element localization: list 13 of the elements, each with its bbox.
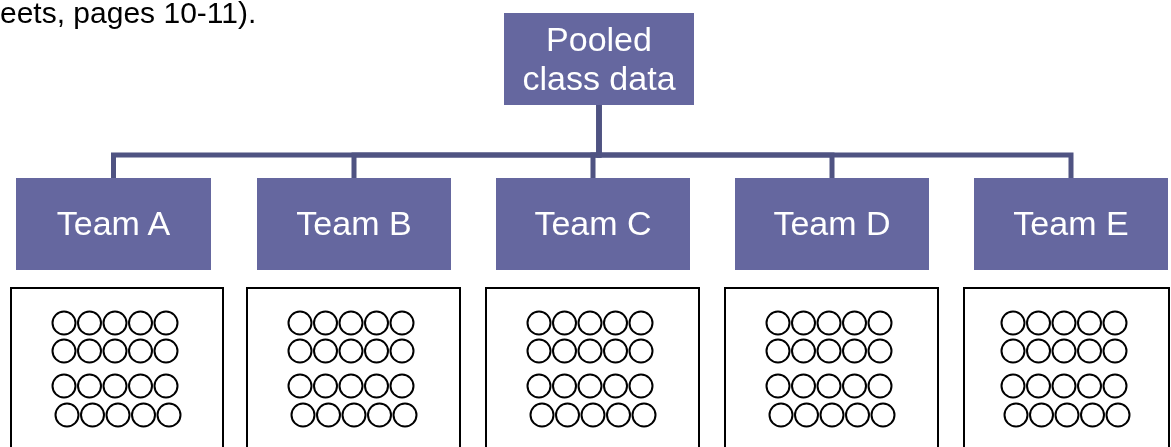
team-box: Team D [735, 178, 929, 270]
empty-box [485, 287, 700, 447]
empty-box [724, 287, 939, 447]
connector-line [596, 105, 1074, 178]
team-box: Team B [257, 178, 451, 270]
note-text: eets, pages 10-11). [0, 0, 257, 30]
empty-box [963, 287, 1170, 447]
team-box: Team A [16, 178, 211, 270]
root-box: Pooled class data [504, 13, 694, 105]
team-box: Team C [496, 178, 690, 270]
empty-box [10, 287, 224, 447]
empty-box [246, 287, 461, 447]
team-box: Team E [974, 178, 1168, 270]
